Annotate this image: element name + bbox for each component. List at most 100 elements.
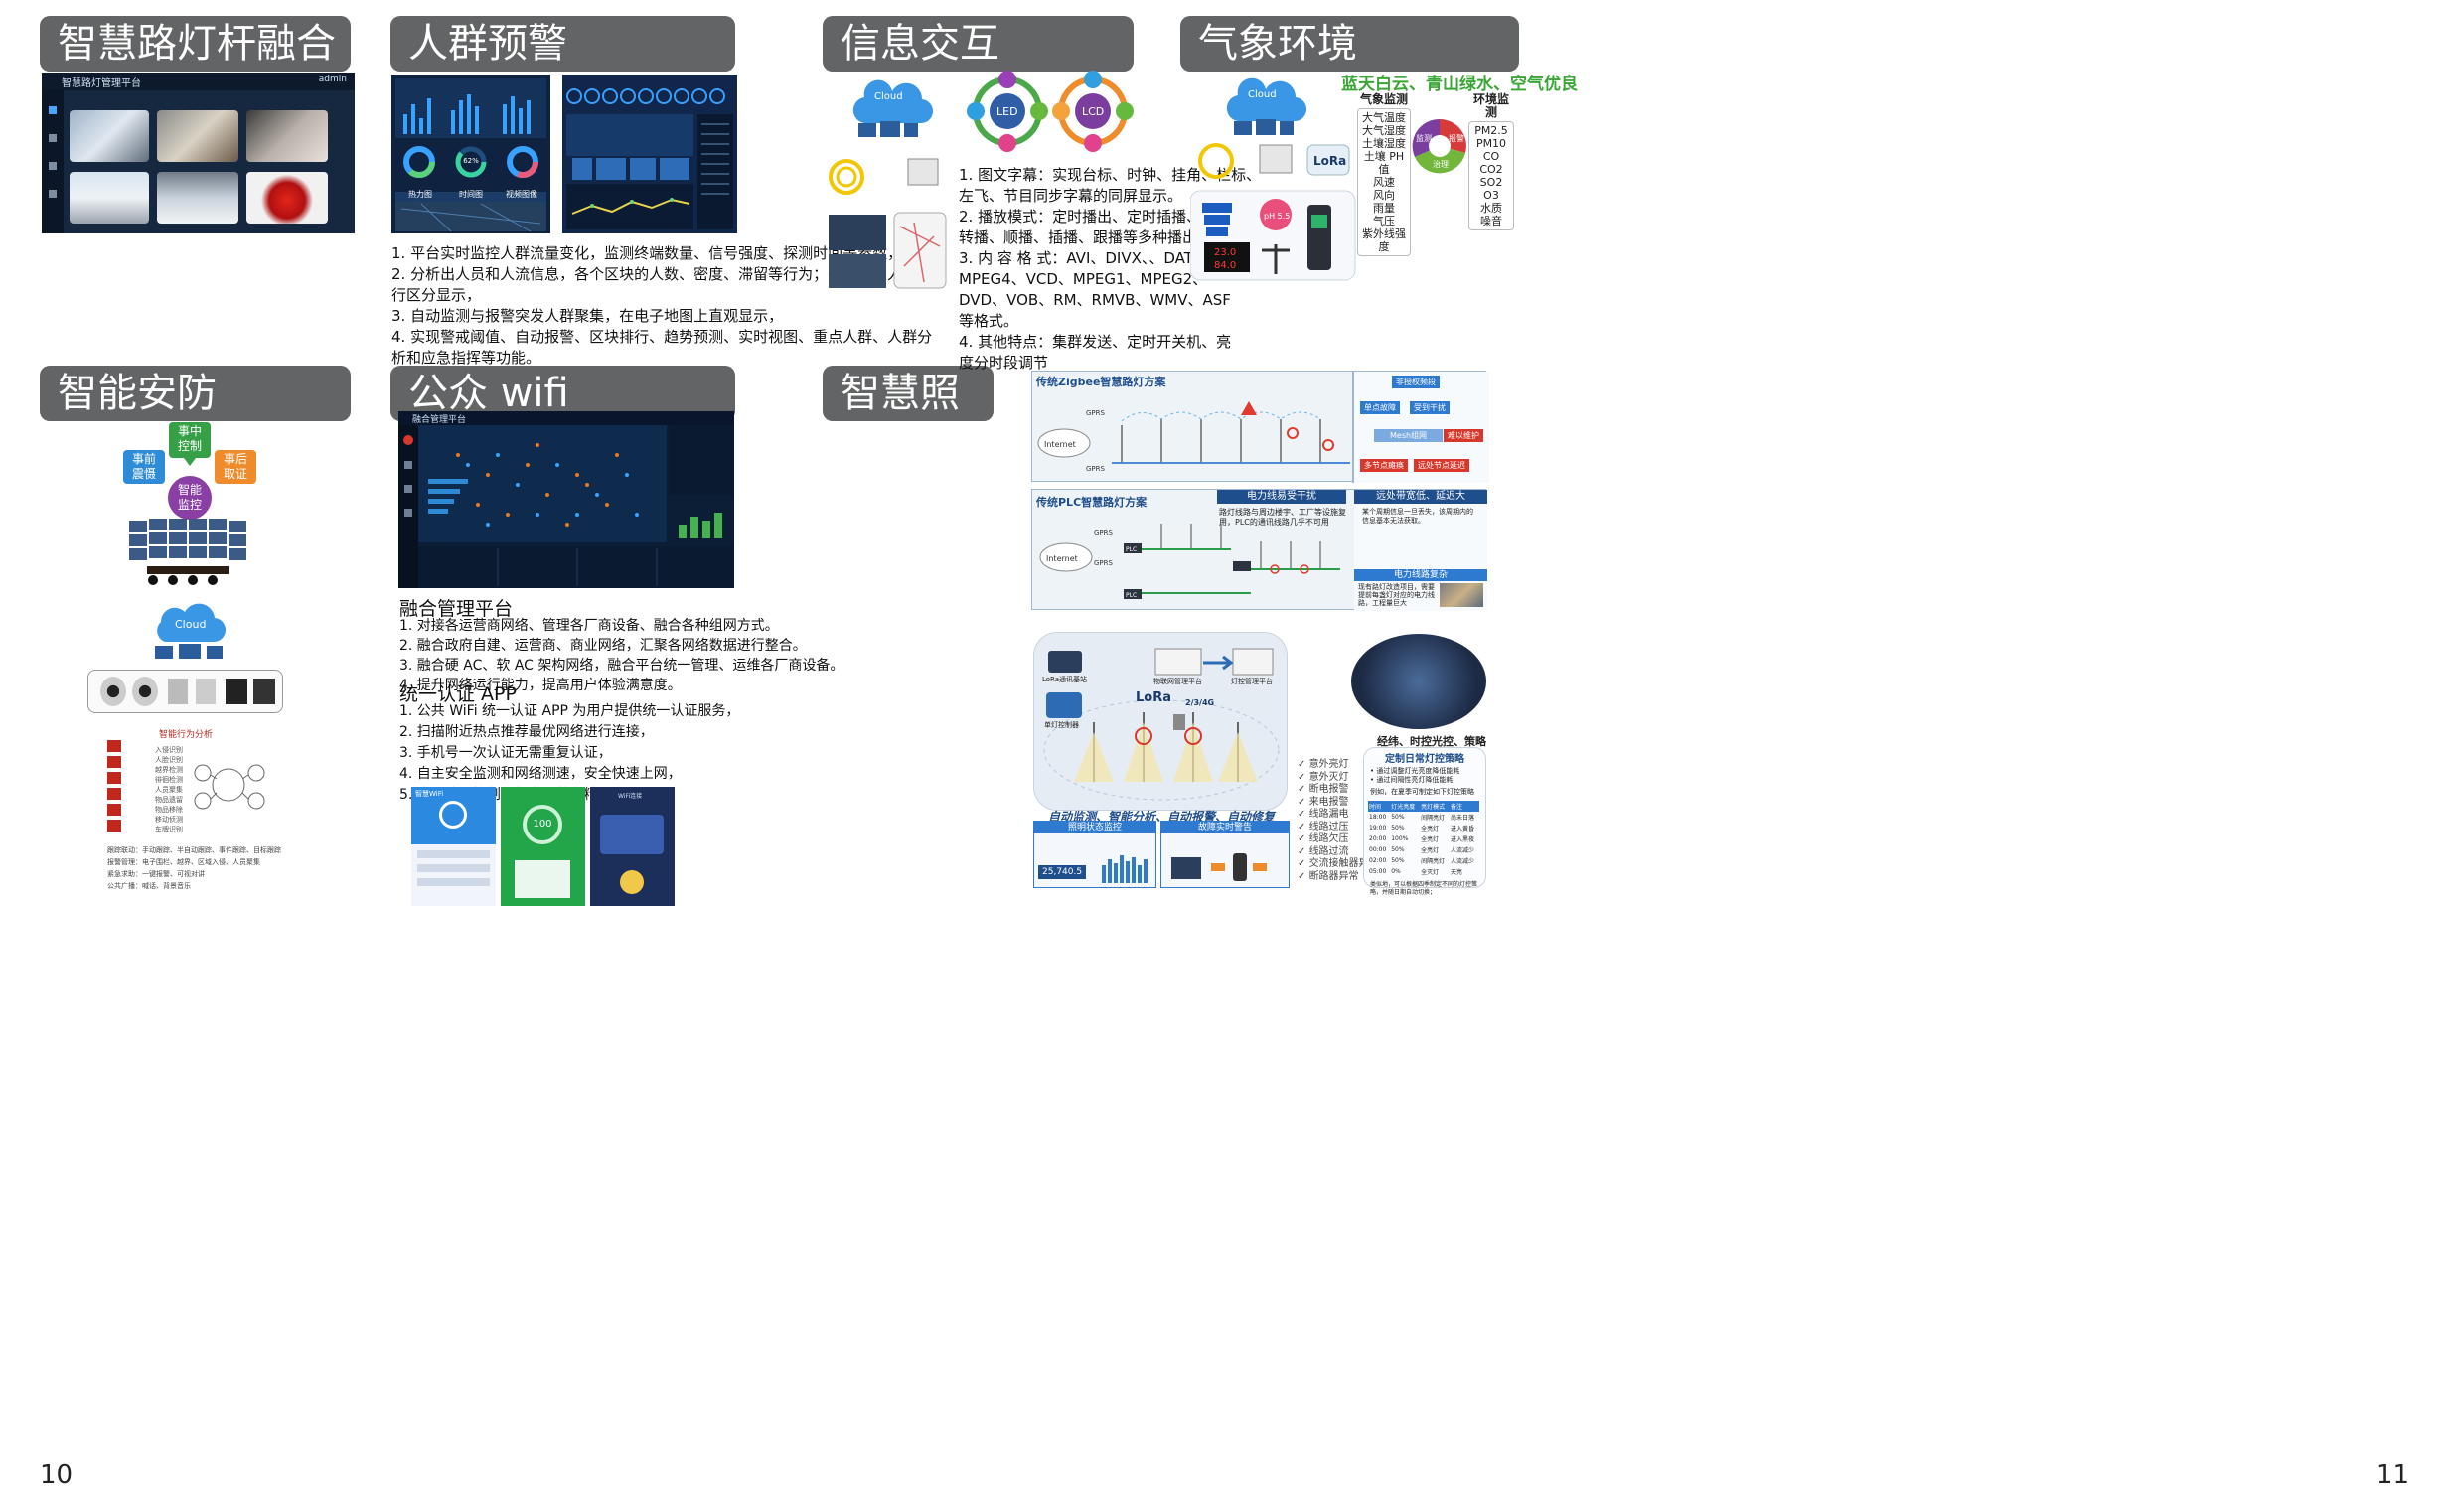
platform-titlebar: 智慧路灯管理平台 admin: [42, 73, 355, 90]
zigbee-gprs-label-2: GPRS: [1086, 465, 1106, 473]
crowd-description: 1. 平台实时监控人群流量变化，监测终端数量、信号强度、探测时间等参数， 2. …: [391, 243, 932, 369]
phone-icon: [1233, 853, 1247, 881]
security-right-label: 事后 取证: [223, 452, 247, 481]
controller-icon: [1046, 692, 1082, 718]
mesh-issue-latency: 远处节点延迟: [1414, 459, 1469, 472]
info-line: 转播、顺播、插播、跟播等多种播出方式。: [959, 228, 1243, 246]
laptop-thumbnail[interactable]: [246, 110, 328, 162]
wiring-photo: [1440, 583, 1483, 607]
security-foot: 紧急求助：一键报警、可视对讲: [107, 870, 205, 878]
info-line: 2. 播放模式：定时播出、定时插播、定时: [959, 208, 1232, 226]
crowd-tab-heatmap[interactable]: 热力图: [408, 190, 432, 199]
camera-thumbnail[interactable]: [70, 110, 149, 162]
security-flow-diagram: [123, 422, 256, 520]
feature-item: 意外亮灯: [1308, 759, 1349, 770]
strategy-slogan: 经纬、时控光控、策略: [1377, 735, 1486, 748]
sidebar-icon[interactable]: [49, 106, 57, 114]
zigbee-diagram: Internet GPRS GPRS: [1037, 401, 1350, 473]
crowd-tab-time[interactable]: 时间图: [459, 190, 483, 199]
wifi-ui-title: 融合管理平台: [412, 415, 467, 425]
wifi-icon[interactable]: [439, 801, 467, 829]
plc-issue-interference-desc: 路灯线路与周边楼宇、工厂等设施复用，PLC的通讯线路几乎不可用: [1219, 508, 1346, 527]
crowd-line: 2. 分析出人员和人流信息，各个区块的人数、密度、滞留等行为；并对重点人群进: [391, 265, 933, 283]
speed-gauge: 100: [523, 805, 562, 844]
wifi-app-line: 2. 扫描附近热点推荐最优网络进行连接，: [399, 724, 654, 740]
crowd-tab-video[interactable]: 视频图像: [506, 190, 537, 199]
table-header: 亮灯模式: [1421, 804, 1446, 811]
alarm-light-thumbnail[interactable]: [246, 172, 328, 224]
lcd-diagram: [1052, 71, 1134, 152]
intercom-icon: [226, 679, 247, 704]
rain-gauge-icon: [1202, 203, 1232, 236]
mesh-network: Mesh组网: [1374, 429, 1444, 442]
feature-item: 线路漏电: [1308, 809, 1349, 820]
crowd-dashboard-1: 热力图 时间图 视频图像 62%: [391, 75, 550, 233]
pie-label-govern: 治理: [1433, 159, 1449, 169]
plc-diagram: Internet GPRS GPRS PLC PLC: [1039, 524, 1340, 599]
ph-label: pH 5.5: [1264, 212, 1290, 221]
lighting-banner: 自动监测、智能分析、自动报警、自动修复: [1048, 810, 1276, 824]
info-line: 3. 内 容 格 式：AVI、DIVX、、DAT、: [959, 249, 1208, 267]
phone-3-dialog[interactable]: [600, 815, 664, 854]
info-led-lcd-diagram: LED LCD: [967, 71, 1134, 152]
strategy-card: 定制日常灯控策略 • 通过调整灯光亮度降低能耗 • 通过间隔性亮灯降低能耗 例如…: [1363, 747, 1486, 896]
sidebar-icon[interactable]: [49, 162, 57, 170]
security-cloud-label: Cloud: [175, 618, 206, 631]
mesh-issue-paralysis: 多节点瘫痪: [1360, 459, 1408, 472]
mesh-issue-maintenance: 难以维护: [1444, 429, 1483, 442]
info-line: 1. 图文字幕：实现台标、时钟、挂角、栏标、: [959, 166, 1262, 184]
phone-1-header: 智慧WiFi: [411, 787, 496, 844]
controller-label: 单灯控制器: [1044, 721, 1079, 729]
table-header: 时间: [1369, 804, 1382, 811]
plc-issues-right: 远处带宽低、延迟大 某个周期信息一旦丢失，该周期内的信息基本无法获取。 电力线路…: [1354, 490, 1487, 611]
col2-item: CO2: [1479, 163, 1503, 176]
col1-item: 气压: [1373, 215, 1395, 227]
wifi-platform-title: 融合管理平台: [399, 598, 514, 620]
anemometer-icon: [1262, 244, 1290, 274]
feature-item: 来电报警: [1308, 796, 1349, 808]
section-header-crowd: 人群预警: [390, 16, 735, 72]
zigbee-panel: 传统Zigbee智慧路灯方案 Internet GPRS GPRS 非授权频段 …: [1031, 371, 1489, 483]
security-icons: [107, 740, 127, 835]
crowd-line: 1. 平台实时监控人群流量变化，监测终端数量、信号强度、探测时间等参数，: [391, 244, 903, 262]
section-header-info: 信息交互: [823, 16, 1134, 72]
manhole-thumbnail[interactable]: [157, 110, 238, 162]
red-icon: [107, 740, 121, 752]
sidebar-icon[interactable]: [404, 461, 412, 469]
crowd-dashboard-2-graphics: [566, 88, 733, 229]
solar-light-thumbnail[interactable]: [70, 172, 149, 224]
wifi-platform-line: 4. 提升网络运行能力，提高用户体验满意度。: [399, 678, 682, 693]
platform-sidebar: [42, 90, 64, 233]
platform-user: admin: [318, 75, 347, 84]
red-icon: [107, 788, 121, 800]
strategy-bullet: 通过调整灯光亮度降低能耗: [1376, 767, 1460, 775]
sidebar-icon[interactable]: [403, 435, 413, 445]
screen-thumbnail: [829, 254, 886, 288]
wifi-platform-line: 2. 融合政府自建、运营商、商业网络，汇聚各网络数据进行整合。: [399, 638, 807, 654]
lcd-label: LCD: [1082, 105, 1104, 118]
status-monitor-card: 照明状态监控 25,740.5: [1033, 821, 1156, 888]
strategy-title: 定制日常灯控策略: [1385, 754, 1464, 765]
sidebar-icon[interactable]: [404, 485, 412, 493]
info-line: DVD、VOB、RM、RMVB、WMV、ASF: [959, 291, 1231, 309]
security-left-label: 事前 震慑: [131, 452, 156, 481]
security-items: 入侵识别 人脸识别 越界检测 徘徊检测 人员聚集 物品遗留 物品移除 移动侦测 …: [155, 745, 183, 834]
sidebar-icon[interactable]: [404, 509, 412, 517]
security-center-label: 智能 监控: [177, 483, 202, 512]
mesh-issue-single-point: 单点故障: [1360, 401, 1400, 414]
col2-title: 环境监测: [1472, 92, 1509, 119]
pole-thumbnail[interactable]: [157, 172, 238, 224]
weather-devices: Cloud LoRa pH 5.5 23.0 84.0: [1190, 77, 1356, 281]
col1-item: 紫外线强度: [1362, 227, 1406, 253]
sidebar-icon[interactable]: [49, 134, 57, 142]
dome-camera-icon: [100, 677, 126, 706]
section-header-security: 智能安防: [40, 366, 351, 421]
sidebar-icon[interactable]: [49, 190, 57, 198]
plc-issue-far: 远处带宽低、延迟大: [1354, 490, 1487, 504]
arrow-icon: [1253, 863, 1267, 871]
security-analysis-title: 智能行为分析: [159, 730, 214, 740]
sensor-icon: [168, 679, 188, 704]
